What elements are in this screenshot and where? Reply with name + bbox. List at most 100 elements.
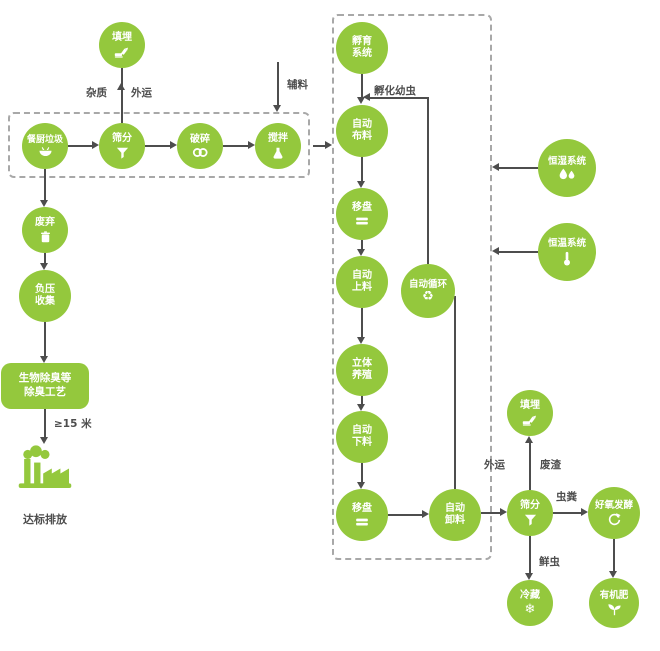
arrow-crushing-to-mixing-head <box>248 141 255 149</box>
arrow-farming-to-drop-line <box>361 396 363 404</box>
arrow-auxiliary-line <box>277 62 279 105</box>
arrow-tray2-to-unload-line <box>388 514 422 516</box>
arrow-incubation-to-spread-head <box>357 97 365 104</box>
node-auto-feed: 自动 上料 <box>336 256 388 308</box>
node-crushing: 破碎 <box>177 123 223 169</box>
funnel-icon <box>524 514 536 526</box>
node-mixing: 搅拌 <box>255 123 301 169</box>
trays-icon <box>356 518 368 526</box>
waste-residue-label: 废渣 <box>540 459 561 471</box>
hatched-larvae-label: 孵化幼虫 <box>374 85 416 97</box>
arrow-drop-to-tray2-head <box>357 482 365 489</box>
min-distance-label: ≥15 米 <box>54 418 92 430</box>
arrow-negative-to-deodor-head <box>40 356 48 363</box>
node-kitchen-waste: 餐厨垃圾 <box>22 123 68 169</box>
arrow-feed-to-farming-head <box>357 337 365 344</box>
arrow-waste-to-discard-line <box>44 169 46 200</box>
node-discard: 废弃 <box>22 207 68 253</box>
arrow-unload-to-screening-line <box>481 512 500 514</box>
bowl-icon <box>39 147 51 157</box>
arrow-screening-to-crushing-head <box>170 141 177 149</box>
node-organic-fertilizer: 有机肥 <box>589 578 639 628</box>
node-landfill-bottom: 填埋 <box>507 390 553 436</box>
arrow-temperature-head <box>492 247 499 255</box>
arrow-farming-to-drop-head <box>357 404 365 411</box>
thermometer-icon <box>564 251 570 266</box>
pretreatment-zone-box <box>8 112 310 178</box>
trays-icon <box>356 217 368 225</box>
fresh-insects-label: 鲜虫 <box>539 556 560 568</box>
arrow-drop-to-tray2-line <box>361 463 363 482</box>
arrow-incubation-to-spread-line <box>361 74 363 97</box>
arrow-waste-to-screening-line <box>68 145 92 147</box>
node-auto-drop: 自动 下料 <box>336 411 388 463</box>
node-aerobic-fermentation: 好氧发酵 <box>588 487 640 539</box>
arrow-negative-to-deodor-line <box>44 322 46 356</box>
node-tray-move-1: 移盘 <box>336 188 388 240</box>
circular-arrow-icon <box>608 512 621 525</box>
outbound-bottom-label: 外运 <box>484 459 505 471</box>
arrow-temperature-line <box>499 251 538 253</box>
arrow-screening2-to-landfill-line <box>529 443 531 490</box>
recycle-icon: ♻ <box>422 289 434 305</box>
node-tray-move-2: 移盘 <box>336 489 388 541</box>
arrow-screening2-to-ferment-head <box>581 508 588 516</box>
node-stereo-farming: 立体 养殖 <box>336 344 388 396</box>
node-incubation: 孵育 系统 <box>336 22 388 74</box>
cycle-up-line <box>427 97 429 264</box>
excavator-icon <box>114 47 128 58</box>
impurities-label: 杂质 <box>86 87 107 99</box>
arrow-mixing-to-breeding-line <box>313 145 325 147</box>
insect-manure-label: 虫粪 <box>556 491 577 503</box>
arrow-screening2-to-cold-line <box>529 536 531 573</box>
factory-smoke-icon <box>18 445 72 488</box>
node-cold-storage: 冷藏 ❄ <box>507 580 553 626</box>
arrow-mixing-to-breeding-head <box>325 141 332 149</box>
arrow-waste-to-discard-head <box>40 200 48 207</box>
arrow-ferment-to-fertilizer-head <box>609 571 617 578</box>
droplets-icon <box>559 168 575 180</box>
arrow-screening-to-crushing-line <box>145 145 170 147</box>
flask-icon <box>273 147 283 159</box>
node-deodorization: 生物除臭等 除臭工艺 <box>1 363 89 409</box>
node-humidity-system: 恒湿系统 <box>538 139 596 197</box>
arrow-screening-to-landfill-line <box>121 68 123 123</box>
arrow-humidity-line <box>499 167 538 169</box>
arrow-unload-to-screening-head <box>500 508 507 516</box>
arrow-screening2-to-ferment-line <box>553 512 581 514</box>
arrow-discard-to-negative-head <box>40 263 48 270</box>
cycle-return-top-line <box>370 97 428 99</box>
arrow-tray2-to-unload-head <box>422 510 429 518</box>
node-negative-pressure: 负压 收集 <box>19 270 71 322</box>
arrow-humidity-head <box>492 163 499 171</box>
discharge-label: 达标排放 <box>23 513 67 526</box>
excavator-icon <box>522 415 536 426</box>
chain-links-icon <box>192 148 208 158</box>
sprout-icon <box>607 604 621 615</box>
node-temperature-system: 恒温系统 <box>538 223 596 281</box>
arrow-spread-to-tray1-head <box>357 181 365 188</box>
arrow-spread-to-tray1-line <box>361 157 363 181</box>
arrow-deodor-to-stack-line <box>44 409 46 437</box>
arrow-screening-to-landfill-head <box>117 83 125 90</box>
arrow-screening2-to-cold-head <box>525 573 533 580</box>
node-screening-top: 筛分 <box>99 123 145 169</box>
arrow-discard-to-negative-line <box>44 253 46 263</box>
node-screening-bottom: 筛分 <box>507 490 553 536</box>
snowflake-icon: ❄ <box>524 601 536 617</box>
breeding-zone-box <box>332 14 492 560</box>
outbound-top-label: 外运 <box>131 87 152 99</box>
funnel-icon <box>116 147 128 159</box>
cycle-from-unload-line <box>454 296 456 489</box>
arrow-auxiliary-head <box>273 105 281 112</box>
arrow-feed-to-farming-line <box>361 308 363 337</box>
node-auto-cycle: 自动循环 ♻ <box>401 264 455 318</box>
node-auto-unload: 自动 卸料 <box>429 489 481 541</box>
arrow-screening2-to-landfill-head <box>525 436 533 443</box>
auxiliary-label: 辅料 <box>287 79 308 91</box>
arrow-tray1-to-feed-line <box>361 240 363 249</box>
node-landfill-top: 填埋 <box>99 22 145 68</box>
arrow-waste-to-screening-head <box>92 141 99 149</box>
arrow-crushing-to-mixing-line <box>223 145 248 147</box>
